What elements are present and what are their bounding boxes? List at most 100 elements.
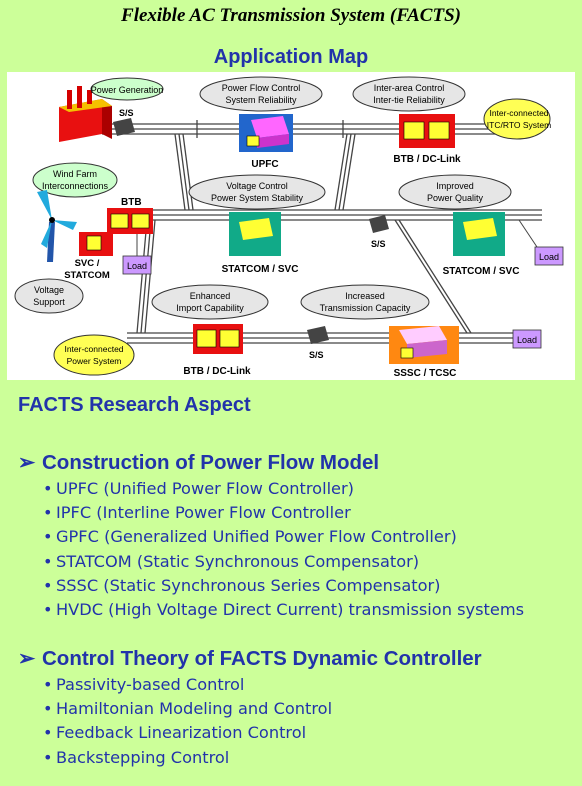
bullet-icon: •: [43, 675, 53, 694]
inter-area-control-label: Inter-area Control: [374, 83, 445, 93]
upfc-label: UPFC: [251, 159, 278, 170]
list-item: •HVDC (High Voltage Direct Current) tran…: [18, 598, 524, 622]
arrow-bullet-icon: ➢: [18, 647, 36, 670]
list-item: •Feedback Linearization Control: [18, 721, 482, 745]
btb-dc-link-top-device: [399, 114, 455, 148]
itc-rto-label-1: Inter-connected: [489, 108, 548, 118]
list-item: •Backstepping Control: [18, 746, 482, 770]
power-system-stability-label: Power System Stability: [211, 193, 304, 203]
bullet-icon: •: [43, 551, 53, 571]
power-flow-control-label: Power Flow Control: [222, 83, 301, 93]
load-bottom-label: Load: [517, 335, 537, 345]
group-heading: ➢ Control Theory of FACTS Dynamic Control…: [18, 645, 482, 673]
bullet-icon: •: [43, 747, 53, 767]
list-item: •Passivity-based Control: [18, 673, 482, 697]
wind-turbine-icon: [37, 190, 77, 262]
research-group-power-flow-model: ➢Construction of Power Flow Model •UPFC …: [18, 449, 524, 622]
group-title: Construction of Power Flow Model: [42, 451, 380, 474]
power-flow-model-list: •UPFC (Unified Power Flow Controller) •I…: [18, 477, 524, 622]
power-plant-icon: [59, 86, 112, 142]
bullet-icon: •: [43, 503, 53, 523]
power-generation-bubble: [90, 77, 164, 101]
statcom-svc-middle-device: [229, 212, 281, 256]
bullet-icon: •: [43, 527, 53, 547]
voltage-control-bubble: [188, 174, 326, 210]
btb-wind-device: [107, 208, 153, 234]
research-group-control-theory: ➢ Control Theory of FACTS Dynamic Control…: [18, 645, 482, 770]
improved-label: Improved: [436, 181, 474, 191]
interconnected-label: Inter-connected: [64, 344, 123, 354]
load-bottom-box: [512, 329, 542, 349]
transmission-lines: [102, 120, 542, 344]
btb-dc-link-top-label: BTB / DC-Link: [393, 154, 461, 165]
enhanced-import-bubble: [151, 284, 269, 320]
interconnected-power-system-bubble: [53, 334, 135, 376]
itc-rto-label-2: ITC/RTO System: [487, 120, 551, 130]
svc-statcom-label-2: STATCOM: [64, 270, 110, 281]
bullet-icon: •: [43, 575, 53, 595]
list-item: •UPFC (Unified Power Flow Controller): [18, 477, 524, 501]
list-item-text: SSSC (Static Synchronous Series Compensa…: [56, 575, 441, 595]
statcom-svc-middle-label: STATCOM / SVC: [222, 264, 299, 275]
inter-area-control-bubble: [352, 76, 466, 112]
list-item: •Hamiltonian Modeling and Control: [18, 697, 482, 721]
list-item-text: STATCOM (Static Synchronous Compensator): [56, 551, 420, 571]
voltage-label: Voltage: [34, 285, 64, 295]
research-heading: FACTS Research Aspect: [18, 394, 251, 416]
wind-farm-label: Wind Farm: [53, 169, 97, 179]
arrow-bullet-icon: ➢: [18, 451, 36, 474]
ss-label: S/S: [119, 108, 134, 118]
power-generation-label: Power Generation: [91, 85, 164, 95]
substation-icon: [113, 118, 135, 136]
statcom-svc-right-label: STATCOM / SVC: [443, 266, 520, 277]
list-item: •IPFC (Interline Power Flow Controller: [18, 501, 524, 525]
list-item-text: HVDC (High Voltage Direct Current) trans…: [56, 599, 525, 619]
upfc-device: [239, 114, 293, 152]
system-reliability-label: System Reliability: [225, 95, 297, 105]
group-heading: ➢ Construction of Power Flow Model: [18, 449, 524, 477]
group-title: Control Theory of FACTS Dynamic Controll…: [42, 647, 482, 670]
enhanced-label: Enhanced: [190, 291, 231, 301]
bullet-icon: •: [43, 599, 53, 619]
list-item-text: Backstepping Control: [56, 747, 230, 767]
bullet-icon: •: [43, 479, 53, 498]
increased-transmission-bubble: [300, 284, 430, 320]
increased-label: Increased: [345, 291, 385, 301]
substation-middle-icon: [369, 215, 389, 233]
voltage-control-label: Voltage Control: [226, 181, 288, 191]
list-item-text: UPFC (Unified Power Flow Controller): [56, 479, 354, 498]
btb-dc-link-bottom-device: [193, 324, 243, 354]
load-right-box: [534, 246, 564, 266]
svc-statcom-label-1: SVC /: [75, 258, 100, 269]
ss-bottom-label: S/S: [309, 350, 324, 360]
btb-dc-link-bottom-label: BTB / DC-Link: [183, 366, 251, 377]
inter-tie-reliability-label: Inter-tie Reliability: [373, 95, 445, 105]
sssc-tcsc-label: SSSC / TCSC: [394, 368, 457, 379]
control-theory-list: •Passivity-based Control •Hamiltonian Mo…: [18, 673, 482, 770]
list-item-text: Passivity-based Control: [56, 675, 245, 694]
application-map-diagram: Power Generation S/S Power Flow Control …: [7, 72, 575, 380]
page-title: Flexible AC Transmission System (FACTS): [121, 5, 461, 26]
import-capability-label: Import Capability: [176, 303, 244, 313]
statcom-svc-right-device: [453, 212, 505, 256]
list-item-text: Feedback Linearization Control: [56, 723, 307, 743]
list-item-text: IPFC (Interline Power Flow Controller: [56, 503, 351, 523]
list-item: •SSSC (Static Synchronous Series Compens…: [18, 574, 524, 598]
improved-quality-bubble: [398, 174, 512, 210]
sssc-tcsc-device: [389, 326, 459, 364]
list-item-text: GPFC (Generalized Unified Power Flow Con…: [56, 527, 457, 547]
power-system-label: Power System: [67, 356, 122, 366]
interconnections-label: Interconnections: [42, 181, 109, 191]
bullet-icon: •: [43, 723, 53, 743]
transmission-capacity-label: Transmission Capacity: [320, 303, 411, 313]
power-flow-control-bubble: [199, 76, 323, 112]
ss-middle-label: S/S: [371, 239, 386, 249]
list-item: •GPFC (Generalized Unified Power Flow Co…: [18, 525, 524, 549]
list-item-text: Hamiltonian Modeling and Control: [56, 699, 333, 719]
substation-bottom-icon: [307, 326, 329, 344]
svc-statcom-left-device: [79, 232, 113, 256]
support-label: Support: [33, 297, 65, 307]
power-quality-label: Power Quality: [427, 193, 484, 203]
wind-farm-bubble: [32, 162, 118, 198]
itc-rto-bubble: [483, 98, 551, 140]
